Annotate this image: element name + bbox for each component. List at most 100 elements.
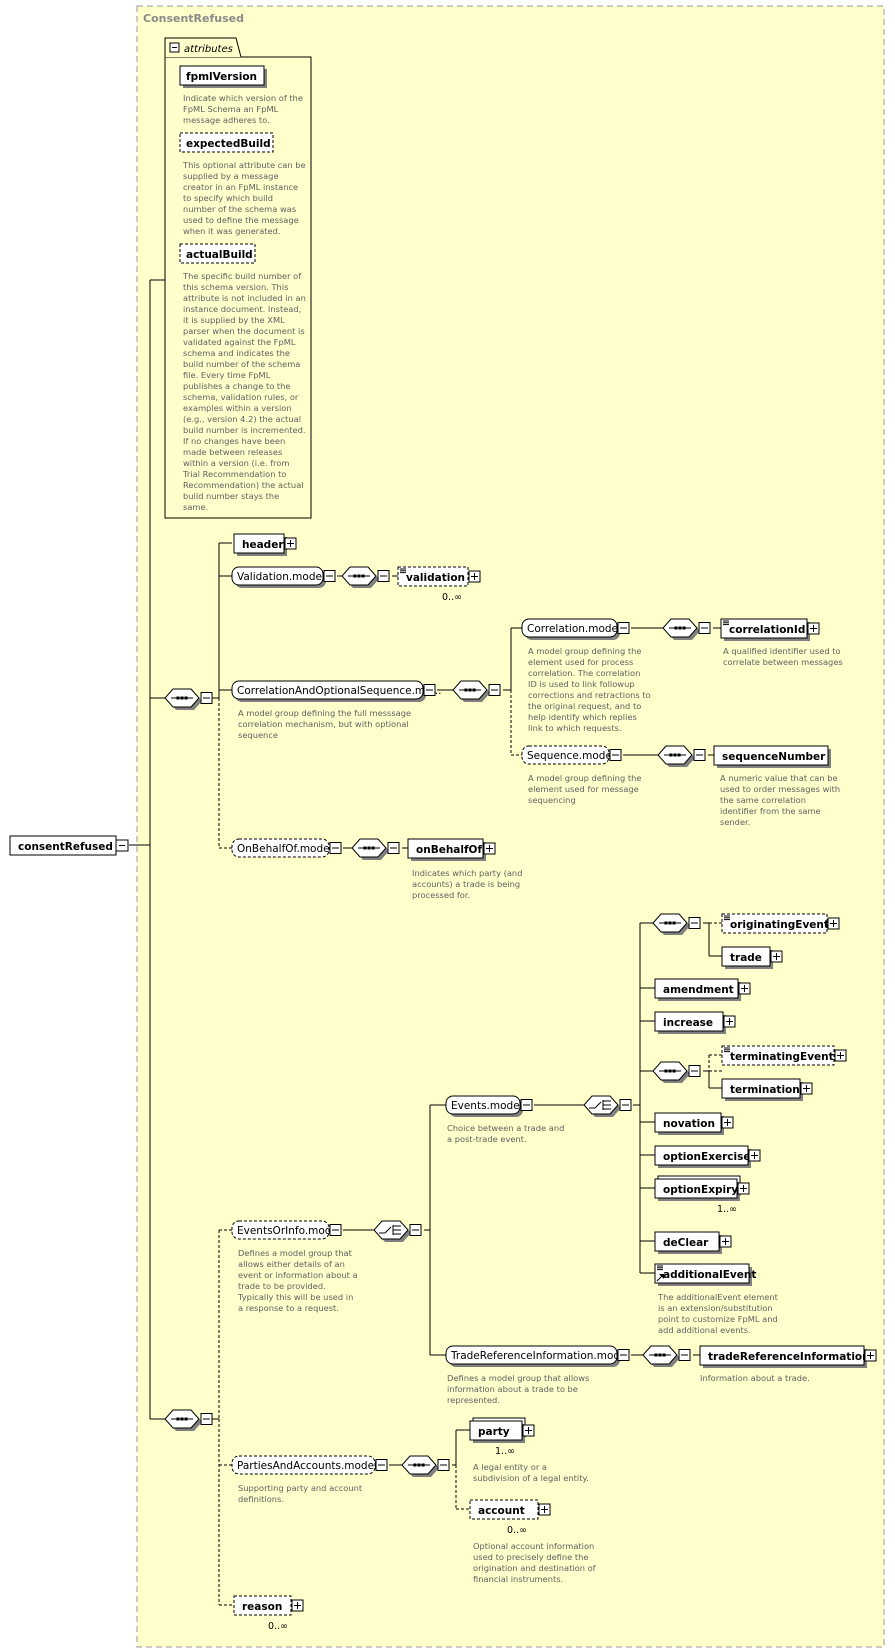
expand-collapse-toggle[interactable] (800, 1082, 813, 1095)
compositor-collapse-toggle[interactable] (678, 1349, 691, 1361)
expand-collapse-toggle[interactable] (522, 1424, 535, 1437)
occurrence-label: 0..∞ (442, 592, 462, 603)
node-label: PartiesAndAccounts.model (237, 1460, 377, 1472)
sequence-compositor[interactable] (642, 1345, 691, 1367)
sequence-compositor[interactable] (662, 618, 711, 640)
compositor-collapse-toggle[interactable] (377, 570, 390, 582)
element-sequenceNumber[interactable]: sequenceNumber (713, 745, 831, 768)
element-originatingEvent[interactable]: originatingEvent (721, 913, 840, 934)
compositor-collapse-toggle[interactable] (387, 842, 400, 854)
group-sequence-model[interactable]: Sequence.model (521, 745, 622, 765)
sequence-compositor[interactable] (401, 1455, 450, 1477)
expand-collapse-toggle[interactable] (748, 1149, 761, 1162)
node-label: sequenceNumber (722, 751, 826, 763)
node-label: originatingEvent (730, 919, 829, 931)
expand-collapse-toggle[interactable] (468, 570, 481, 583)
sequence-compositor[interactable] (657, 745, 706, 767)
choice-compositor[interactable] (373, 1220, 422, 1242)
element-additionalEvent[interactable]: additionalEvent (654, 1263, 756, 1286)
expand-collapse-toggle[interactable] (770, 950, 783, 963)
element-amendment[interactable]: amendment (654, 978, 751, 1001)
element-tradeReferenceInformation[interactable]: tradeReferenceInformation (699, 1345, 877, 1368)
expand-collapse-toggle[interactable] (719, 1235, 732, 1248)
attribute-name: actualBuild (186, 249, 253, 261)
group-validation-model[interactable]: Validation.model (231, 566, 336, 588)
sequence-compositor[interactable] (164, 1409, 213, 1431)
group-correlation-model[interactable]: Correlation.model (521, 618, 630, 640)
compositor-collapse-toggle[interactable] (619, 1099, 632, 1111)
element-correlationId[interactable]: correlationId (720, 618, 820, 641)
expand-collapse-toggle[interactable] (291, 1599, 304, 1612)
element-onBehalfOf[interactable]: onBehalfOf (407, 838, 496, 861)
sequence-compositor[interactable] (351, 838, 400, 860)
compositor-collapse-toggle[interactable] (693, 749, 706, 761)
element-header[interactable]: header (233, 533, 297, 556)
group-parties-and-accounts-model[interactable]: PartiesAndAccounts.model (231, 1455, 388, 1475)
group-eventsorinfo-model[interactable]: EventsOrInfo.model (231, 1220, 342, 1240)
element-trade[interactable]: trade (721, 946, 783, 969)
expand-collapse-toggle[interactable] (827, 917, 840, 930)
diagram-title: ConsentRefused (143, 12, 244, 25)
node-label: novation (663, 1118, 715, 1130)
element-termination[interactable]: termination (721, 1078, 813, 1101)
expand-collapse-toggle[interactable] (329, 1224, 342, 1236)
sequence-compositor[interactable] (452, 680, 501, 702)
expand-collapse-toggle[interactable] (834, 1049, 847, 1062)
expand-collapse-toggle[interactable] (617, 622, 630, 634)
expand-collapse-toggle[interactable] (423, 684, 436, 696)
group-correlation-optional-sequence-model[interactable]: CorrelationAndOptionalSequence.mo... (231, 680, 441, 702)
group-events-model[interactable]: Events.model (445, 1095, 533, 1117)
expand-collapse-toggle[interactable] (864, 1349, 877, 1362)
collapse-toggle-consentRefused[interactable] (115, 839, 129, 852)
compositor-collapse-toggle[interactable] (200, 692, 213, 704)
expand-collapse-toggle[interactable] (323, 570, 336, 582)
choice-compositor[interactable] (583, 1095, 632, 1117)
expand-collapse-toggle[interactable] (609, 749, 622, 761)
expand-collapse-toggle[interactable] (721, 1116, 734, 1129)
group-trade-reference-information-model[interactable]: TradeReferenceInformation.model (445, 1345, 630, 1367)
element-deClear[interactable]: deClear (654, 1231, 732, 1254)
compositor-collapse-toggle[interactable] (698, 622, 711, 634)
expand-collapse-toggle[interactable] (284, 537, 297, 550)
compositor-collapse-toggle[interactable] (488, 684, 501, 696)
sequence-compositor[interactable] (652, 1061, 701, 1083)
element-increase[interactable]: increase (654, 1011, 736, 1034)
sequence-compositor[interactable] (652, 913, 701, 935)
expand-collapse-toggle[interactable] (520, 1099, 533, 1111)
expand-collapse-toggle[interactable] (738, 982, 751, 995)
doc-corr-opt-seq: A model group defining the full messsage… (238, 708, 411, 740)
expand-collapse-toggle[interactable] (723, 1015, 736, 1028)
expand-collapse-toggle[interactable] (807, 622, 820, 635)
compositor-collapse-toggle[interactable] (200, 1413, 213, 1425)
element-optionExercise[interactable]: optionExercise (654, 1145, 761, 1168)
expand-collapse-toggle[interactable] (483, 842, 496, 855)
compositor-collapse-toggle[interactable] (688, 917, 701, 929)
sequence-compositor[interactable] (164, 688, 213, 710)
expand-collapse-toggle[interactable] (329, 842, 342, 854)
element-novation[interactable]: novation (654, 1112, 734, 1135)
compositor-collapse-toggle[interactable] (688, 1065, 701, 1077)
element-consentRefused[interactable]: consentRefused (9, 835, 117, 856)
element-terminatingEvent[interactable]: terminatingEvent (721, 1045, 847, 1066)
node-label: onBehalfOf (416, 844, 482, 856)
expand-collapse-toggle[interactable] (538, 1503, 551, 1516)
attribute-expectedBuild[interactable]: expectedBuild (179, 132, 274, 153)
sequence-compositor[interactable] (341, 566, 390, 588)
compositor-collapse-toggle[interactable] (409, 1224, 422, 1236)
compositor-collapse-toggle[interactable] (437, 1459, 450, 1471)
expand-collapse-toggle[interactable] (375, 1459, 388, 1471)
attributes-collapse-toggle[interactable] (169, 42, 180, 53)
attribute-actualBuild[interactable]: actualBuild (179, 243, 256, 264)
group-onbehalfof-model[interactable]: OnBehalfOf.model (231, 838, 342, 858)
expand-collapse-toggle[interactable] (617, 1349, 630, 1361)
attribute-fpmlVersion[interactable]: fpmlVersion (179, 65, 267, 88)
node-label: additionalEvent (663, 1269, 756, 1281)
expand-collapse-toggle[interactable] (737, 1182, 750, 1195)
